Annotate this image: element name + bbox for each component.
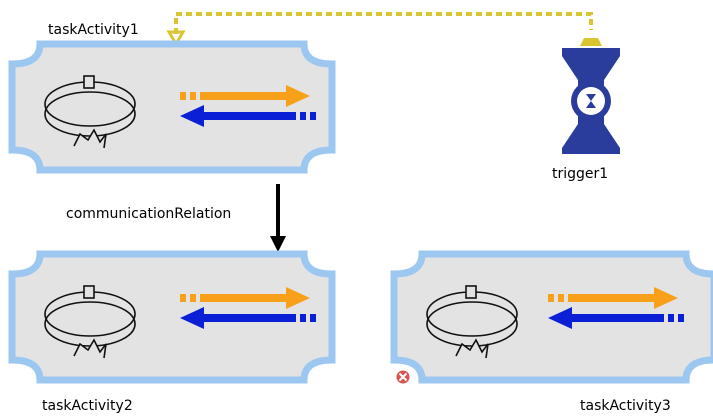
- task-activity-node-3[interactable]: [394, 254, 713, 380]
- trigger-node[interactable]: [562, 38, 620, 154]
- communication-arrowhead: [270, 236, 286, 252]
- trigger-link-edge[interactable]: [174, 12, 593, 34]
- trigger-label: trigger1: [552, 166, 608, 182]
- task-activity-label-2: taskActivity2: [42, 398, 133, 414]
- error-icon[interactable]: [395, 369, 411, 385]
- task-activity-node-2[interactable]: [12, 254, 332, 380]
- trigger-link-arrowhead: [166, 30, 186, 47]
- task-activity-label-3: taskActivity3: [580, 398, 671, 414]
- task-activity-label-1: taskActivity1: [48, 22, 139, 38]
- communication-relation-label: communicationRelation: [66, 206, 231, 222]
- task-activity-node-1[interactable]: [12, 44, 332, 170]
